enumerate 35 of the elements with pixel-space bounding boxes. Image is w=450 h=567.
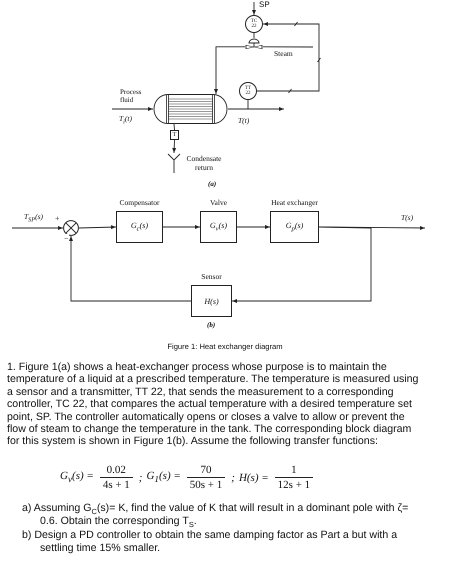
transfer-function-block: G$_{v}$(s) [200, 211, 237, 243]
equation-term: ; [138, 472, 142, 484]
transfer-function-block: H(s) [191, 285, 232, 317]
arrow [12, 226, 64, 230]
transfer-function-block: G$_{c}$(s) [116, 211, 163, 243]
sign-label: + [55, 214, 60, 224]
problem-paragraph: 1. Figure 1(a) shows a heat-exchanger process whose purpose is to maintain the temperature of a liquid at a prescribed temperature. The temperature is measured using a sensor and a transmitter, TT 22, that sends the measurement to a corresponding controller, TC 22, that compares the actual temperature with a desired temperature set point, SP. The controller automatically opens or closes a valve to allow or prevent the flow of steam to change the temperature in the tank. The corresponding block diagram for this system is shown in Figure 1(b). Assume the following transfer functions: [7, 361, 420, 448]
arrow [236, 225, 270, 229]
fraction-numerator: 70 [200, 464, 213, 477]
equation-term: H(s) = [238, 472, 269, 484]
signal-line [256, 22, 321, 94]
summing-junction [63, 220, 79, 236]
arrow [69, 236, 192, 302]
fraction-numerator: 1 [290, 464, 298, 477]
fraction-denominator: 50s + 1 [186, 477, 226, 491]
arrow [252, 2, 256, 16]
equation-term: G$_{1}$(s) = [146, 470, 181, 485]
transfer-function-block: G$_{p}$(s) [270, 211, 319, 243]
arrow [112, 107, 154, 111]
arrow [228, 107, 284, 111]
arrow [214, 46, 246, 94]
drain-funnel [167, 153, 181, 173]
arrow [232, 226, 372, 303]
fraction-denominator: 12s + 1 [274, 477, 314, 491]
fraction-denominator: 4s + 1 [100, 477, 133, 491]
arrow [162, 225, 200, 229]
heat-exchanger-drawing [153, 94, 228, 124]
fraction-numerator: 0.02 [106, 464, 127, 477]
question-item: b) Design a PD controller to obtain the same damping factor as Part a but with a settling time 15% smaller. [22, 529, 398, 554]
arrow [172, 140, 176, 154]
equation-term: G$_{v}$(s) = [60, 470, 94, 485]
edge-label: SP [259, 0, 270, 10]
arrow [78, 225, 116, 230]
question-item: a) Assuming G$_{C}$(s)= K, find the value of K that will result in a dominant pole with ζ= 0.6. Obtain the corresponding T$_{S}$. [22, 502, 410, 528]
equation-term: ; [231, 472, 235, 484]
